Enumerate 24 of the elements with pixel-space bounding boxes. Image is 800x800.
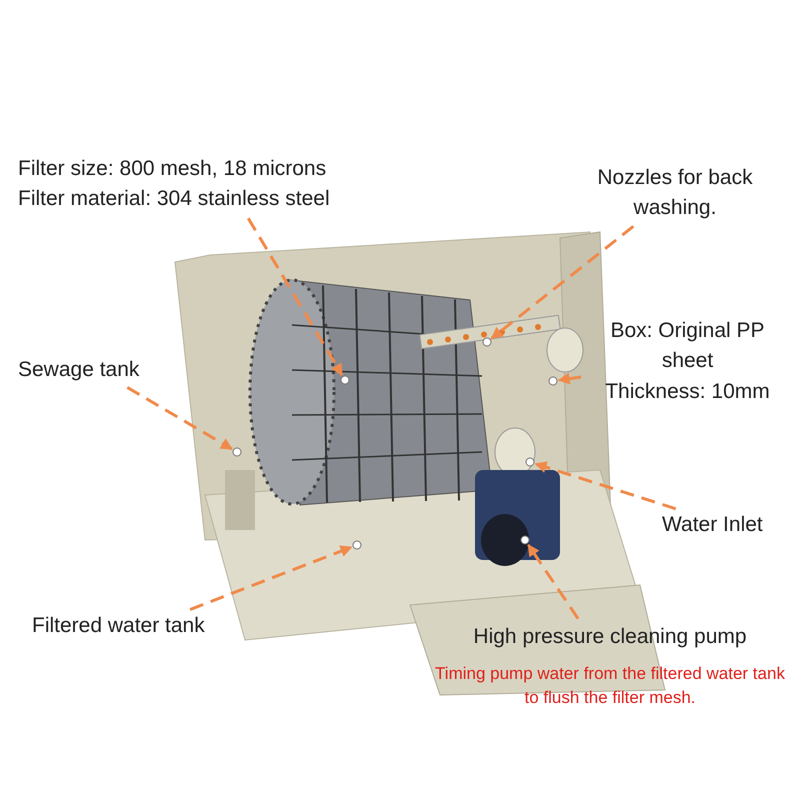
callout-label: High pressure cleaning pump [472, 624, 748, 650]
target-dot [232, 448, 242, 456]
leader-arrow [558, 372, 582, 385]
target-dot [548, 376, 558, 386]
note-text: Timing pump water from the filtered water tank to flush the filter mesh. [434, 663, 786, 710]
target-dot [482, 338, 492, 346]
callout-label: Filter size: 800 mesh, 18 microns [18, 156, 328, 182]
target-dot [352, 540, 362, 550]
leader-arrow [527, 544, 580, 620]
leader-arrow [190, 545, 353, 611]
target-dot [340, 376, 350, 384]
leader-arrow [246, 218, 344, 376]
target-dot [520, 536, 530, 544]
callout-label: Nozzles for back washing. [570, 163, 780, 224]
callout-label: Water Inlet [662, 510, 792, 540]
callout-label: Filtered water tank [32, 611, 262, 642]
callout-label: Thickness: 10mm [604, 378, 771, 405]
leader-arrow [534, 461, 676, 510]
target-dot [526, 458, 534, 466]
callout-label: Sewage tank [18, 355, 178, 386]
callout-label: Box: Original PP sheet [609, 318, 766, 374]
leader-arrow [490, 225, 634, 340]
leader-arrow [126, 386, 233, 450]
callout-label: Filter material: 304 stainless steel [18, 186, 331, 212]
